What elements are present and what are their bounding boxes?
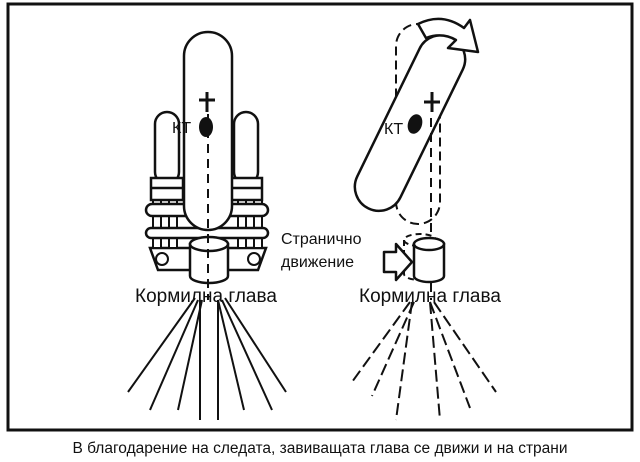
right-cg-dot [407, 114, 423, 134]
figure-caption: В благодарение на следата, завиващата гл… [72, 440, 568, 457]
left-plate-bolt-left [155, 252, 169, 266]
right-head-label: Кормилна глава [359, 286, 501, 307]
right-steering-cylinder [412, 236, 446, 284]
diagram-frame [6, 2, 634, 432]
lateral-movement-label-line1: Странично [281, 231, 362, 248]
right-cg-label: КТ [384, 121, 403, 138]
lateral-movement-label-line2: движение [281, 254, 354, 271]
rotation-arrow-icon [416, 17, 480, 54]
left-cg-label: КТ [172, 120, 191, 137]
right-mount [351, 17, 497, 421]
left-steering-cylinder [188, 235, 230, 285]
left-shock-right [228, 110, 264, 202]
left-head-label: Кормилна глава [135, 286, 277, 307]
left-fork-lines [127, 297, 287, 420]
right-plus-mark [424, 92, 440, 112]
right-fork-lines [351, 301, 497, 421]
lateral-arrow-icon [382, 242, 414, 282]
left-mount [127, 30, 287, 420]
left-shock-left [149, 110, 185, 202]
left-plus-mark [199, 92, 215, 112]
left-cg-dot [199, 117, 213, 137]
left-plate-bolt-right [247, 252, 261, 266]
